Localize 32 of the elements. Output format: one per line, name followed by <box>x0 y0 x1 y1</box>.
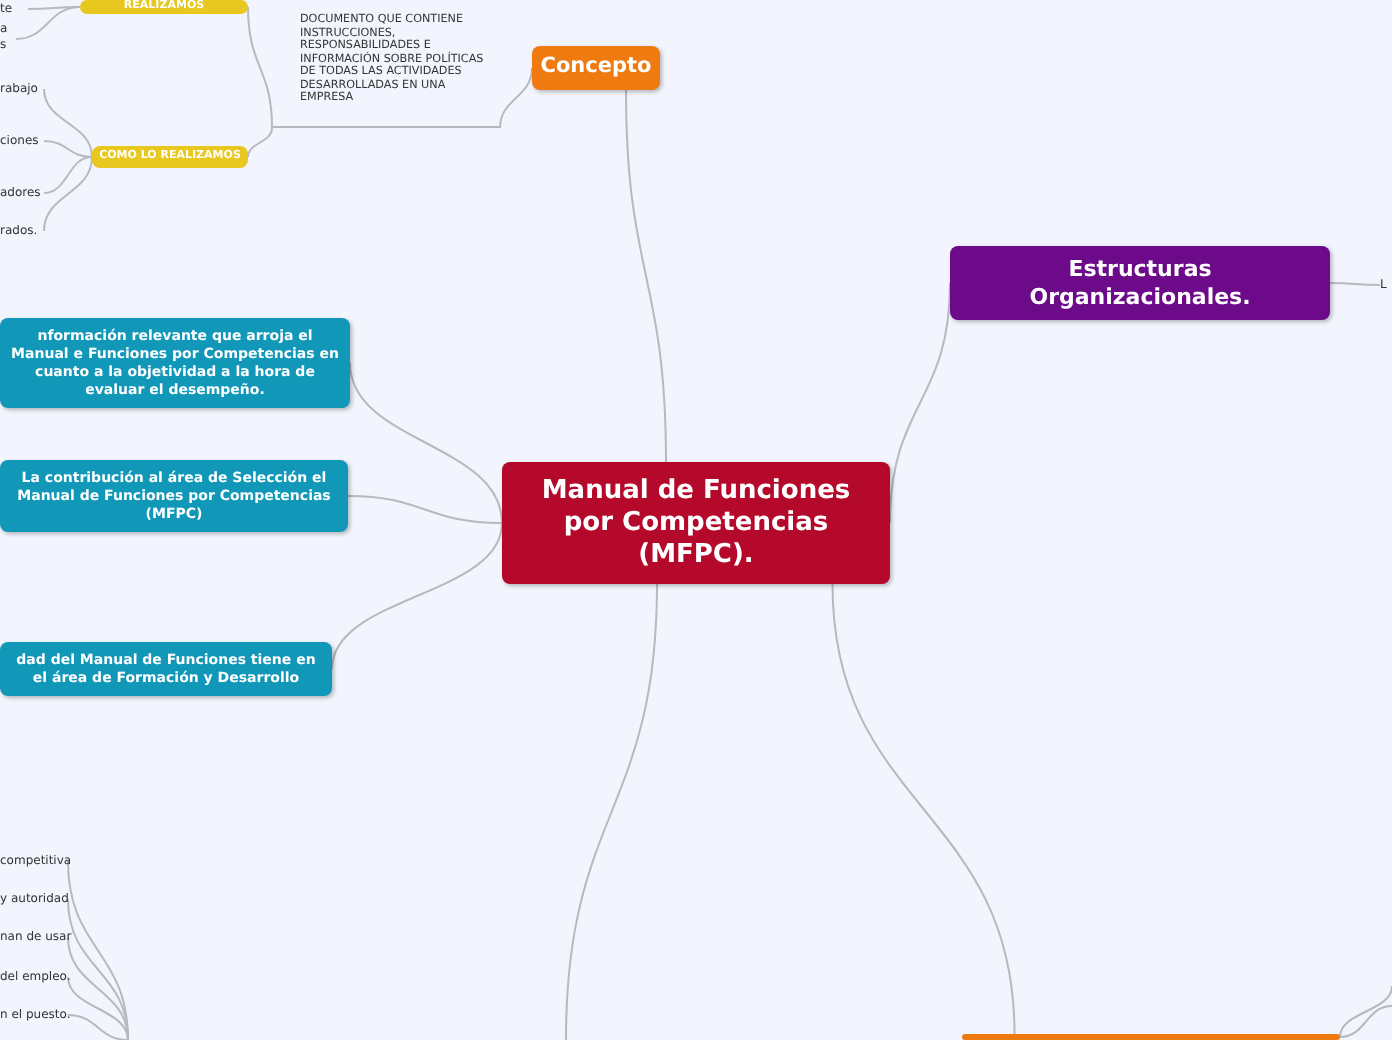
topic-box <box>950 246 1330 320</box>
topic-box <box>502 462 890 584</box>
connector-line <box>1329 282 1381 286</box>
connector-line <box>831 583 1016 1035</box>
topic-label: Manual de Funciones por Competencias (MFPC). <box>539 475 853 571</box>
connector-line <box>347 495 503 524</box>
topic-label: Concepto <box>540 52 652 83</box>
connector-line <box>67 936 129 1040</box>
connector-line <box>67 976 129 1040</box>
connector-line <box>15 6 81 40</box>
connector-line <box>1339 1005 1392 1038</box>
connector-line <box>331 522 503 670</box>
connector-line <box>67 1014 129 1040</box>
connector-line <box>43 88 93 158</box>
topic-box <box>0 642 332 696</box>
topic-box <box>532 46 660 90</box>
connector-line <box>43 140 93 158</box>
topic-box <box>80 0 248 14</box>
connector-line <box>349 362 503 524</box>
connector-line <box>565 583 658 1040</box>
connector-line <box>247 6 273 129</box>
topic-box <box>0 460 348 532</box>
connector-line <box>625 89 667 463</box>
connector-line <box>499 67 533 129</box>
connector-line <box>43 156 93 232</box>
topic-box <box>92 146 248 168</box>
topic-box <box>962 1034 1340 1040</box>
topic-box <box>272 14 500 128</box>
connector-line <box>1339 985 1392 1038</box>
connector-line <box>247 127 273 158</box>
connector-line <box>43 156 93 194</box>
topic-label: Estructuras Organizacionales. <box>1027 255 1253 311</box>
